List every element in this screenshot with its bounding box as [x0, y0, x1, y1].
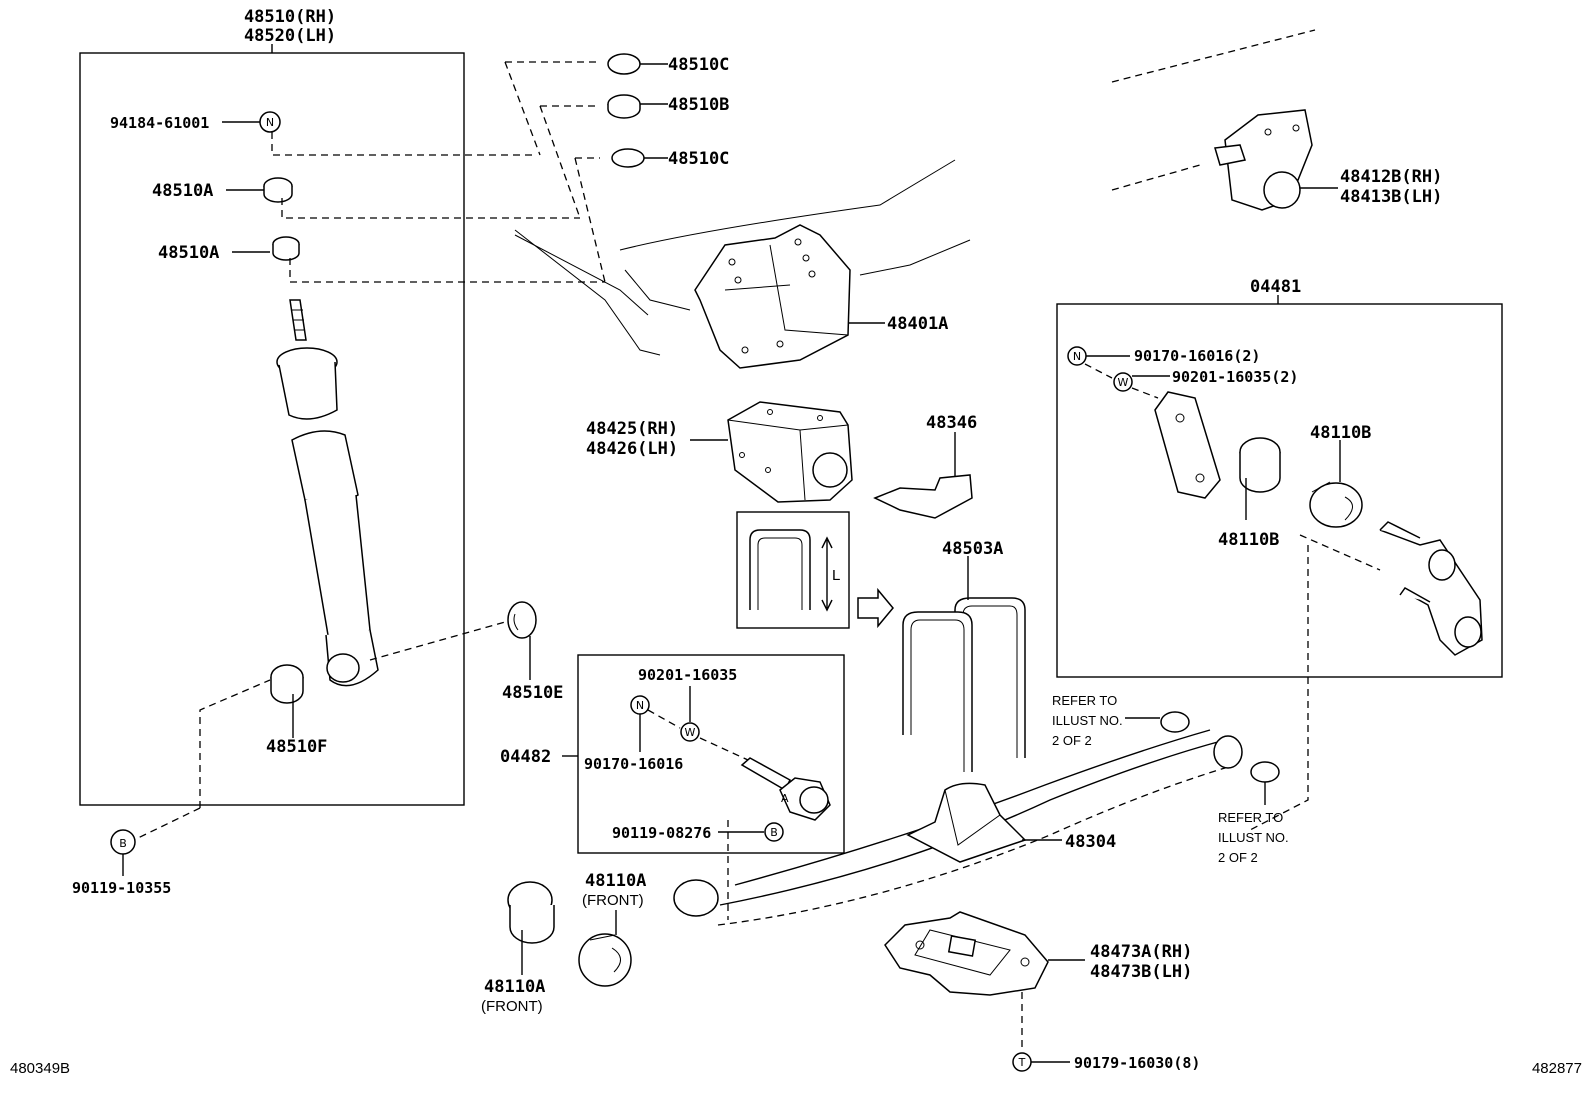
nut-symbol — [259, 111, 281, 133]
shackle-plate — [1154, 391, 1221, 499]
refer-note-1-line1: REFER TO — [1052, 693, 1117, 708]
spring-seat-48425 — [727, 401, 853, 503]
bolt-symbol-2 — [764, 822, 784, 842]
label-48473b-lh: 48473B(LH) — [1090, 962, 1192, 982]
label-48510-rh: 48510(RH) — [244, 7, 336, 27]
bushing-48110b-2 — [1309, 440, 1363, 528]
label-90201-16035-2: 90201-16035(2) — [1172, 368, 1298, 386]
label-48510a-lower: 48510A — [158, 243, 219, 263]
nut-symbol-2-text: N — [1073, 350, 1081, 363]
arrow-icon — [857, 587, 894, 629]
u-bolts-48503a — [902, 597, 1026, 772]
bolt-symbol-2-text: B — [770, 826, 778, 839]
label-48510a-upper: 48510A — [152, 181, 213, 201]
label-04482: 04482 — [500, 747, 551, 767]
label-48510e: 48510E — [502, 683, 563, 703]
label-90179-16030-8: 90179-16030(8) — [1074, 1054, 1200, 1072]
label-90170-16016-2: 90170-16016(2) — [1134, 347, 1260, 365]
refer-note-2-line1: REFER TO — [1218, 810, 1283, 825]
frame-outline — [514, 29, 1316, 356]
cushion-48510c-lower — [611, 148, 645, 168]
refer-note-2-line3: 2 OF 2 — [1218, 850, 1258, 865]
stud-symbol-text: T — [1018, 1056, 1026, 1069]
arrow-a-text: A — [781, 792, 789, 805]
label-48503a: 48503A — [942, 539, 1003, 559]
label-94184-61001: 94184-61001 — [110, 114, 209, 132]
washer-symbol-2 — [1113, 372, 1133, 392]
bushing-ref-1 — [1160, 711, 1190, 733]
figure-id-right: 482877 — [1532, 1060, 1582, 1077]
label-48412b-rh: 48412B(RH) — [1340, 167, 1442, 187]
label-front-lower: (FRONT) — [481, 998, 543, 1015]
refer-note-1-line3: 2 OF 2 — [1052, 733, 1092, 748]
label-48110b-lower: 48110B — [1218, 530, 1279, 550]
label-dimension-l: L — [832, 567, 840, 584]
bump-stopper-48304 — [906, 782, 1027, 863]
shackle-bracket-48412b — [1214, 109, 1313, 211]
label-48346: 48346 — [926, 413, 977, 433]
shackle-pin-04482: A — [740, 757, 831, 821]
label-front-upper: (FRONT) — [582, 892, 644, 909]
label-48426-lh: 48426(LH) — [586, 439, 678, 459]
label-48510c-upper: 48510C — [668, 55, 729, 75]
label-48520-lh: 48520(LH) — [244, 26, 336, 46]
washer-symbol — [680, 722, 700, 742]
bolt-symbol-text: B — [119, 837, 127, 850]
shackle-kit-04482-box — [577, 654, 845, 854]
shackle-pin-assembly — [1379, 521, 1483, 656]
label-90201-16035: 90201-16035 — [638, 666, 737, 684]
refer-note-2-line2: ILLUST NO. — [1218, 830, 1289, 845]
spring-hanger-48401a — [694, 224, 851, 369]
u-bolt-dimension-inset — [736, 511, 850, 629]
label-48110a-upper: 48110A — [585, 871, 646, 891]
label-48304: 48304 — [1065, 832, 1116, 852]
plate-48346 — [873, 474, 973, 519]
label-48510b: 48510B — [668, 95, 729, 115]
bushing-48110b-1 — [1239, 437, 1281, 520]
nut-symbol-text: N — [266, 116, 274, 129]
bushing-ref-2 — [1250, 761, 1280, 783]
cushion-48510c-upper — [607, 53, 641, 75]
label-48473a-rh: 48473A(RH) — [1090, 942, 1192, 962]
nut-symbol-3-text: N — [636, 699, 644, 712]
label-48510c-lower: 48510C — [668, 149, 729, 169]
label-48425-rh: 48425(RH) — [586, 419, 678, 439]
label-48110b-upper: 48110B — [1310, 423, 1371, 443]
washer-symbol-text: W — [685, 726, 696, 739]
washer-symbol-2-text: W — [1118, 376, 1129, 389]
label-48401a: 48401A — [887, 314, 948, 334]
bushing-48510e — [507, 601, 537, 639]
shock-absorber — [276, 299, 379, 687]
figure-id-left: 480349B — [10, 1060, 70, 1077]
label-48413b-lh: 48413B(LH) — [1340, 187, 1442, 207]
leaf-spring — [673, 729, 1243, 926]
bushing-48110a-right — [578, 910, 632, 987]
spring-bumper-seat-48473a — [884, 911, 1049, 996]
label-48510f: 48510F — [266, 737, 327, 757]
label-48110a-lower: 48110A — [484, 977, 545, 997]
label-90170-16016: 90170-16016 — [584, 755, 683, 773]
label-90119-08276: 90119-08276 — [612, 824, 711, 842]
label-04481: 04481 — [1250, 277, 1301, 297]
shackle-kit-04481-box — [1056, 303, 1503, 678]
refer-note-1-line2: ILLUST NO. — [1052, 713, 1123, 728]
bushing-48110a-left — [507, 881, 555, 975]
label-90119-10355: 90119-10355 — [72, 879, 171, 897]
